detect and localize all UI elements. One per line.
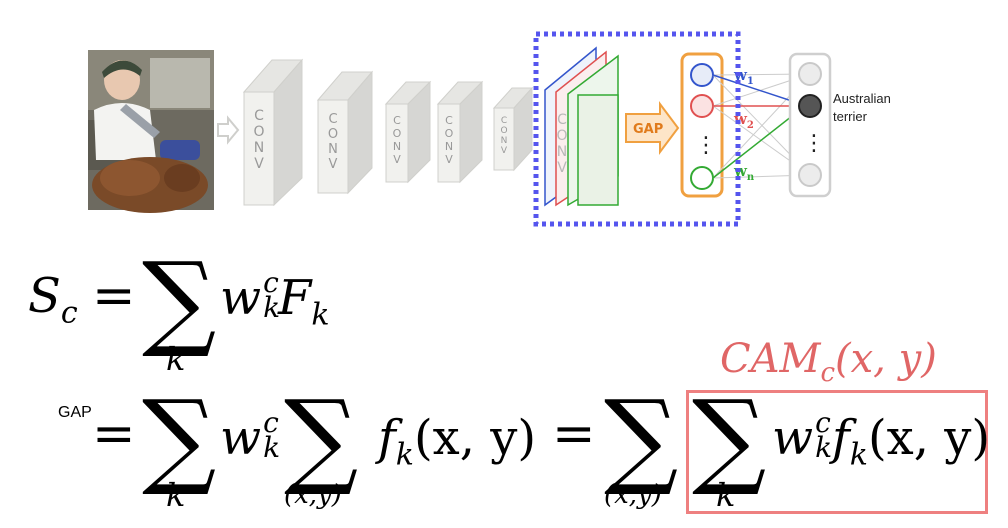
eq2-feature-map: fk(x, y) <box>378 410 537 473</box>
eq2-sum-k-index: k <box>166 476 186 514</box>
conv-label-4: CONV <box>443 114 456 166</box>
conv-block-2: CONV <box>316 70 374 195</box>
eq2-sum-k2-icon: ∑ <box>692 377 767 499</box>
eq2-sum-k-icon: ∑ <box>142 377 217 499</box>
last-conv-feature-maps: CONV <box>544 46 619 207</box>
eq2-sum-xy2-icon: ∑ <box>604 377 679 499</box>
input-photo <box>88 50 214 213</box>
weight-line-blue <box>712 74 802 105</box>
network-illustration: CONV CONV CONV CONV CONV <box>88 31 891 227</box>
eq2-sum-xy-index: (x,y) <box>284 480 342 510</box>
output-unit-target <box>798 94 822 118</box>
gap-arrow: GAP <box>625 101 680 155</box>
gap-units-column: ⋮ <box>680 52 724 198</box>
gap-unit-red <box>690 94 714 118</box>
eq2-sum-k2-index: k <box>716 476 736 514</box>
conv-label-1: CONV <box>251 108 267 172</box>
conv-block-4: CONV <box>436 80 484 184</box>
conv-block-5: CONV <box>492 86 534 172</box>
gap-unit-green <box>690 166 714 190</box>
gap-units-ellipsis: ⋮ <box>695 133 717 158</box>
output-ellipsis: ⋮ <box>803 131 825 156</box>
output-unit-n <box>798 163 822 187</box>
conv-label-3: CONV <box>391 114 404 166</box>
eq1-sum-index: k <box>166 340 186 378</box>
eq2-cam-feature-map: fk(x, y) <box>832 410 991 473</box>
weight-line-green <box>712 108 802 179</box>
eq1-equals: = <box>92 266 136 326</box>
eq1-feature: Fk <box>278 270 330 333</box>
conv-label-6: CONV <box>554 112 570 176</box>
conv-block-1: CONV <box>242 58 304 207</box>
output-class-line-2: terrier <box>833 109 868 124</box>
eq1-sum-icon: ∑ <box>142 239 217 361</box>
gap-unit-blue <box>690 63 714 87</box>
eq2-sum-xy-icon: ∑ <box>284 377 359 499</box>
highlight-dotted-box <box>533 31 741 227</box>
conv-label-2: CONV <box>326 112 341 172</box>
output-layer: ⋮ Australian terrier <box>788 52 891 198</box>
eq2-equals-2: = <box>552 404 596 464</box>
eq2-sum-xy2-index: (x,y) <box>604 480 662 510</box>
cam-box <box>686 390 988 514</box>
output-class-line-1: Australian <box>833 91 891 106</box>
input-arrow-icon <box>217 115 240 145</box>
cam-label: CAMc(x, y) <box>720 336 937 388</box>
output-unit-1 <box>798 62 822 86</box>
gap-marker: GAP <box>58 404 92 421</box>
conv-label-5: CONV <box>499 116 509 156</box>
gap-arrow-label: GAP <box>633 122 663 137</box>
eq2-equals-1: = <box>92 404 136 464</box>
eq1-lhs: Sc <box>28 268 78 331</box>
conv-block-3: CONV <box>384 80 432 184</box>
